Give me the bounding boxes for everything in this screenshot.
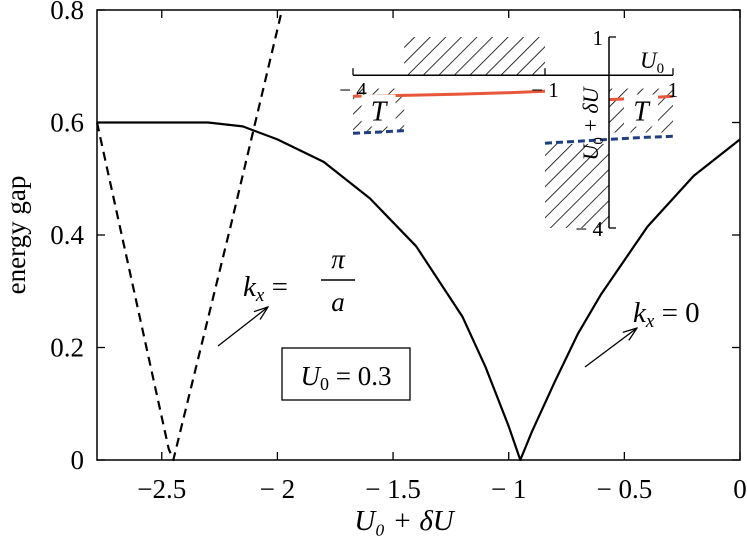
region-label-T: T xyxy=(633,97,651,128)
inset-x-tick-label: − 1 xyxy=(531,78,559,102)
inset-y-tick-label: 1 xyxy=(593,26,604,50)
y-tick-label: 0.6 xyxy=(50,108,84,138)
main-y-tick-labels: 0 0.2 0.4 0.6 0.8 xyxy=(50,0,84,475)
hatched-region xyxy=(545,143,609,228)
inset-series-lower-left xyxy=(352,129,405,135)
hatched-region xyxy=(404,37,545,76)
main-x-tick-labels: −2.5 − 2 − 1.5 − 1 − 0.5 0 xyxy=(137,474,746,504)
parameter-box: U0 = 0.3 xyxy=(281,347,411,401)
svg-text:U0 = 0.3: U0 = 0.3 xyxy=(301,361,392,394)
arrow-kx-zero xyxy=(584,328,637,368)
inset-y-axis-label: U0 + δU xyxy=(578,85,607,160)
region-label-bg xyxy=(361,94,396,127)
x-tick-label: − 0.5 xyxy=(596,474,652,504)
arrow-kx-pi-over-a xyxy=(217,307,268,347)
annotation-kx-pi-over-a: kx = π a xyxy=(243,244,355,317)
x-axis-label: U₀ + δU xyxy=(354,505,456,537)
y-tick-label: 0.8 xyxy=(50,0,84,25)
main-series-group xyxy=(95,9,741,462)
svg-text:π: π xyxy=(331,244,346,274)
svg-text:a: a xyxy=(331,287,345,317)
x-tick-label: − 2 xyxy=(260,474,295,504)
inset-hatched-regions xyxy=(353,37,673,228)
svg-text:kx =: kx = xyxy=(243,271,288,306)
svg-text:kx = 0: kx = 0 xyxy=(633,297,700,332)
region-label-bg xyxy=(624,94,658,127)
region-label-T: T xyxy=(371,97,389,128)
annotation-kx-zero: kx = 0 xyxy=(633,297,700,332)
y-tick-label: 0.2 xyxy=(50,333,84,363)
series-line-kx-pi-over-a xyxy=(95,9,284,462)
x-tick-label: 0 xyxy=(733,474,747,504)
y-tick-label: 0 xyxy=(71,445,85,475)
inset-x-tick-label: 1 xyxy=(668,78,679,102)
main-plot-frame xyxy=(96,9,741,461)
series-line-kx-zero xyxy=(97,121,741,462)
main-axis-ticks xyxy=(97,9,741,461)
y-axis-label: energy gap xyxy=(1,176,31,295)
x-tick-label: − 1 xyxy=(491,474,526,504)
inset-axes xyxy=(352,36,674,229)
inset-x-axis-label: U0 xyxy=(640,48,664,77)
y-tick-label: 0.4 xyxy=(50,220,84,250)
inset-y-tick-label: − 4 xyxy=(575,217,603,241)
x-tick-label: − 1.5 xyxy=(365,474,421,504)
x-tick-label: −2.5 xyxy=(137,474,186,504)
